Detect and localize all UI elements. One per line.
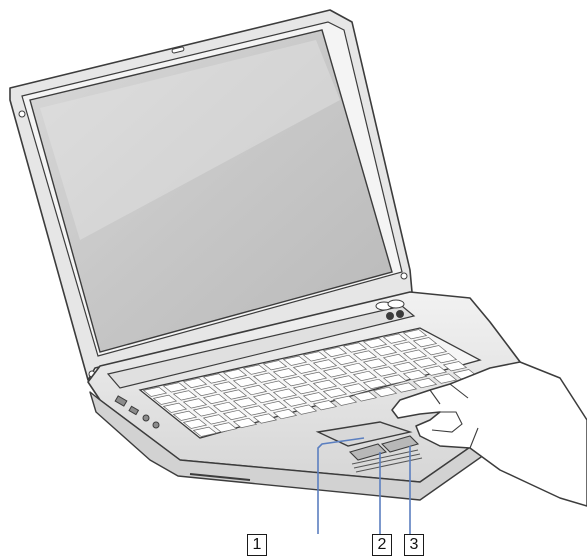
hinge-screw-left [19,111,25,117]
callout-label-touchpad: 1 [247,534,267,556]
callout-label-right-button: 3 [404,534,424,556]
hinge-screw-right [401,273,407,279]
callout-label-left-button: 2 [372,534,392,556]
